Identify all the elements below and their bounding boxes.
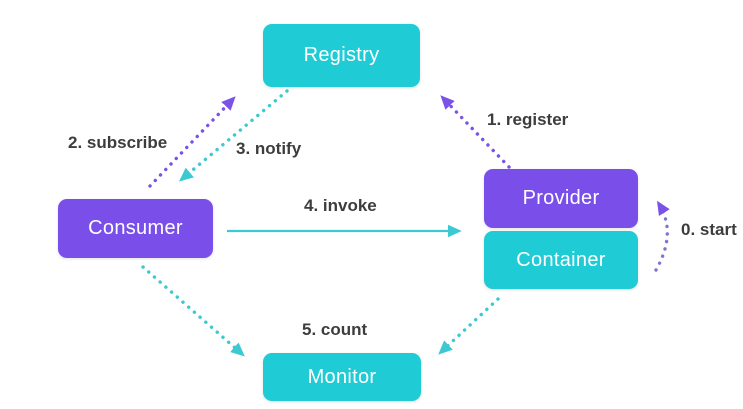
registry-node: Registry (263, 24, 420, 87)
register-edge-label: 1. register (487, 110, 569, 129)
subscribe-edge-label: 2. subscribe (68, 133, 168, 152)
container-node: Container (484, 231, 638, 289)
start-edge-label: 0. start (681, 220, 737, 239)
provider-node-label: Provider (522, 187, 600, 209)
monitor-node: Monitor (263, 353, 421, 401)
monitor-node-label: Monitor (307, 365, 377, 388)
notify-edge-label: 3. notify (236, 139, 302, 158)
consumer-node-label: Consumer (88, 217, 183, 239)
notify-arrow (179, 89, 289, 182)
count-edge-label: 5. count (302, 320, 368, 339)
invoke-edge-label: 4. invoke (304, 196, 377, 215)
consumer-node: Consumer (58, 199, 213, 258)
register-arrow (440, 95, 511, 169)
provider-node: Provider (484, 169, 638, 228)
start-arrow (654, 200, 670, 272)
registry-node-label: Registry (303, 44, 380, 66)
count-arrow-from-provider (438, 297, 500, 355)
container-node-label: Container (516, 248, 606, 271)
count-arrow-from-consumer (141, 265, 245, 357)
